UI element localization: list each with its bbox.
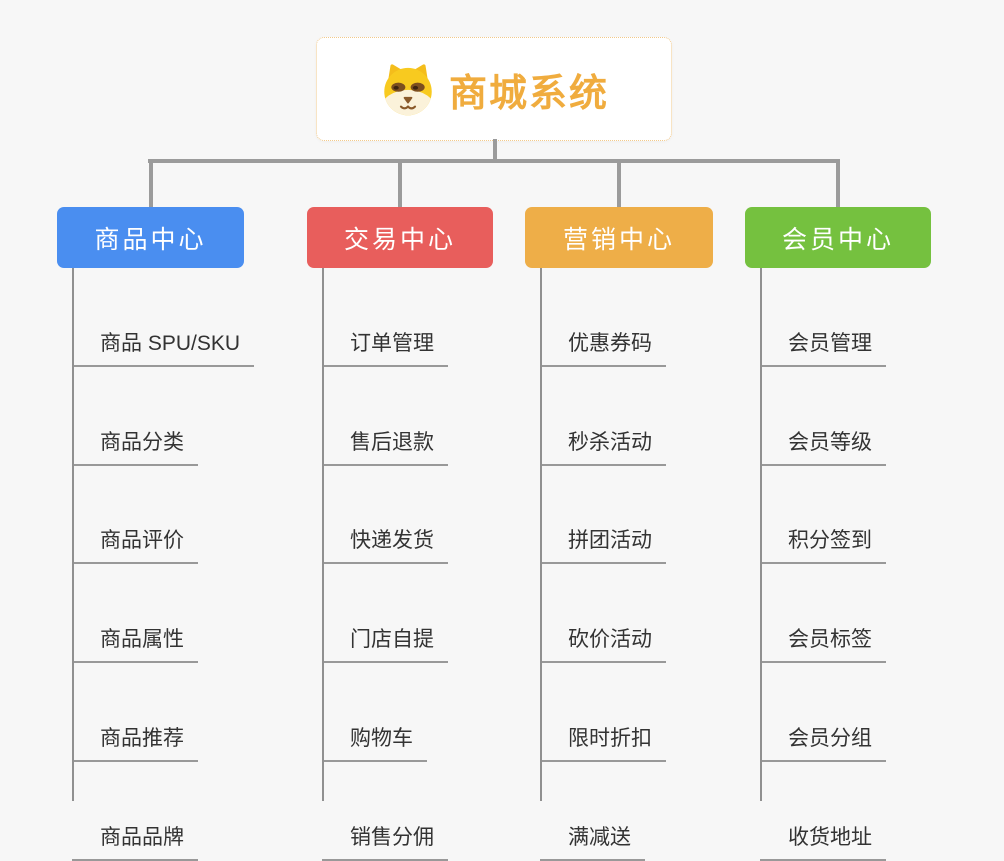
leaf-item[interactable]: 商品品牌	[72, 762, 198, 861]
leaf-item[interactable]: 拼团活动	[540, 466, 666, 565]
connector-drop-product	[149, 159, 153, 207]
leaf-item[interactable]: 优惠券码	[540, 268, 666, 367]
branch-column-marketing: 优惠券码 秒杀活动 拼团活动 砍价活动 限时折扣 满减送	[525, 268, 765, 861]
connector-root-vertical	[493, 139, 497, 163]
leaf-item[interactable]: 商品推荐	[72, 663, 198, 762]
branch-trunk-line	[760, 268, 762, 801]
branch-column-product: 商品 SPU/SKU 商品分类 商品评价 商品属性 商品推荐 商品品牌	[57, 268, 297, 861]
branch-header-marketing[interactable]: 营销中心	[525, 207, 713, 268]
root-node-mall-system[interactable]: 商城系统	[316, 37, 672, 141]
leaf-item[interactable]: 限时折扣	[540, 663, 666, 762]
leaf-item[interactable]: 快递发货	[322, 466, 448, 565]
branch-column-trade: 订单管理 售后退款 快递发货 门店自提 购物车 销售分佣	[307, 268, 547, 861]
connector-horizontal	[148, 159, 840, 163]
leaf-item[interactable]: 收货地址	[760, 762, 886, 861]
branch-trunk-line	[72, 268, 74, 801]
leaf-item[interactable]: 商品 SPU/SKU	[72, 268, 255, 367]
leaf-item[interactable]: 满减送	[540, 762, 645, 861]
leaf-item[interactable]: 商品评价	[72, 466, 198, 565]
leaf-item[interactable]: 售后退款	[322, 367, 448, 466]
branch-column-member: 会员管理 会员等级 积分签到 会员标签 会员分组 收货地址	[745, 268, 985, 861]
leaf-item[interactable]: 购物车	[322, 663, 427, 762]
leaf-item[interactable]: 会员等级	[760, 367, 886, 466]
branch-header-product[interactable]: 商品中心	[57, 207, 244, 268]
branch-header-member[interactable]: 会员中心	[745, 207, 931, 268]
leaf-item[interactable]: 秒杀活动	[540, 367, 666, 466]
branch-trunk-line	[322, 268, 324, 801]
leaf-item[interactable]: 门店自提	[322, 564, 448, 664]
root-title: 商城系统	[448, 72, 609, 115]
leaf-item[interactable]: 订单管理	[322, 268, 448, 367]
connector-drop-marketing	[617, 159, 621, 207]
leaf-item[interactable]: 会员分组	[760, 663, 886, 762]
connector-drop-trade	[398, 159, 402, 207]
leaf-item[interactable]: 销售分佣	[322, 762, 448, 861]
connector-drop-member	[836, 159, 840, 207]
leaf-item[interactable]: 会员标签	[760, 564, 886, 664]
leaf-item[interactable]: 积分签到	[760, 466, 886, 565]
leaf-item[interactable]: 商品属性	[72, 564, 198, 664]
leaf-item[interactable]: 商品分类	[72, 367, 198, 466]
dog-icon	[384, 64, 432, 116]
leaf-item[interactable]: 会员管理	[760, 268, 886, 367]
leaf-item[interactable]: 砍价活动	[540, 564, 666, 664]
branch-trunk-line	[540, 268, 542, 801]
branch-header-trade[interactable]: 交易中心	[307, 207, 493, 268]
